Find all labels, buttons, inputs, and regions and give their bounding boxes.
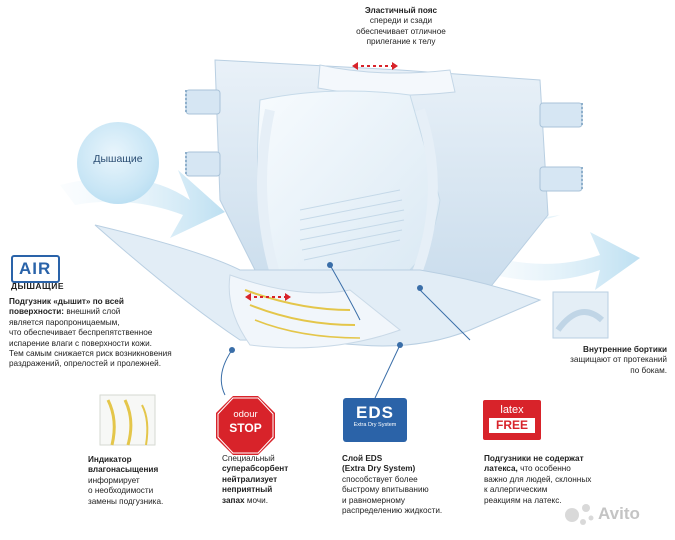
latex-title: Подгузники не содержат [484, 454, 584, 463]
odour-line-3: нейтрализует [222, 474, 278, 484]
indicator-line-3: замены подгузника. [88, 496, 164, 506]
inner-cuffs-line-2: по бокам. [630, 365, 667, 375]
eds-line-3: и равномерному [342, 495, 406, 505]
eds-line-4: распределению жидкости. [342, 506, 443, 516]
eds-badge: EDS Extra Dry System [343, 398, 407, 442]
breathable-title-1: Подгузник «дышит» по всей [9, 297, 124, 306]
breathable-body-first: внешний слой [66, 307, 121, 317]
eds-title-1: Слой EDS [342, 454, 383, 463]
breathable-line-5: раздражений, опрелостей и пролежней. [9, 359, 161, 369]
indicator-title-2: влагонасыщения [88, 465, 159, 475]
breathing-circle: Дышащие [77, 122, 159, 204]
avito-watermark: Avito [598, 504, 640, 523]
indicator-line-2: о необходимости [88, 486, 154, 496]
inner-cuffs-line-1: защищают от протеканий [570, 355, 667, 365]
latex-line-3: к аллергическим [484, 485, 548, 495]
odour-badge-bottom: STOP [229, 421, 262, 435]
latex-badge-bottom: FREE [489, 418, 535, 433]
odour-line-2: суперабсорбент [222, 464, 289, 474]
air-badge-text: AIR [19, 259, 52, 278]
eds-badge-small: Extra Dry System [353, 422, 397, 428]
breathing-circle-label: Дышащие [93, 153, 143, 165]
right-arrow-icon [470, 232, 640, 290]
eds-title-2: (Extra Dry System) [342, 464, 416, 474]
odour-line-5-bold: запах [222, 495, 245, 505]
air-badge-caption: ДЫШАЩИЕ [11, 281, 64, 291]
odour-line-5-rest: мочи. [244, 495, 268, 505]
breathable-line-1: является паропроницаемым, [9, 317, 120, 327]
eds-line-1: способствует более [342, 474, 418, 484]
odour-line-1: Специальный [222, 454, 275, 463]
latex-line-2: важно для людей, склонных [484, 474, 592, 484]
indicator-title-1: Индикатор [88, 455, 132, 464]
breathable-title-2: поверхности: [9, 307, 65, 317]
breathable-line-3: испарение влаги с поверхности кожи. [9, 338, 152, 348]
belt-line-2: обеспечивает отличное [356, 26, 446, 36]
belt-line-1: спереди и сзади [369, 16, 433, 26]
odour-stop-badge-icon [216, 396, 275, 455]
belt-title: Эластичный пояс [364, 6, 438, 15]
indicator-line-1: информирует [88, 475, 140, 485]
breathable-line-2: что обеспечивает беспрепятственное [9, 328, 153, 338]
belt-line-3: прилегание к телу [366, 37, 436, 47]
latex-line-1-bold: латекса, [484, 464, 518, 474]
breathable-line-4: Тем самым снижается риск возникновения [9, 349, 172, 359]
odour-line-4: неприятный [222, 485, 273, 495]
odour-badge-top: odour [233, 409, 258, 420]
air-badge: AIR [11, 255, 60, 283]
inner-cuffs-title: Внутренние бортики [583, 345, 667, 354]
latex-line-1-rest: что особенно [517, 464, 571, 474]
latex-free-badge: latex FREE [483, 400, 541, 440]
latex-line-4: реакциям на латекс. [484, 495, 562, 505]
latex-badge-top: latex [500, 404, 524, 416]
eds-line-2: быстрому впитыванию [342, 485, 429, 495]
eds-badge-big: EDS [356, 403, 394, 422]
